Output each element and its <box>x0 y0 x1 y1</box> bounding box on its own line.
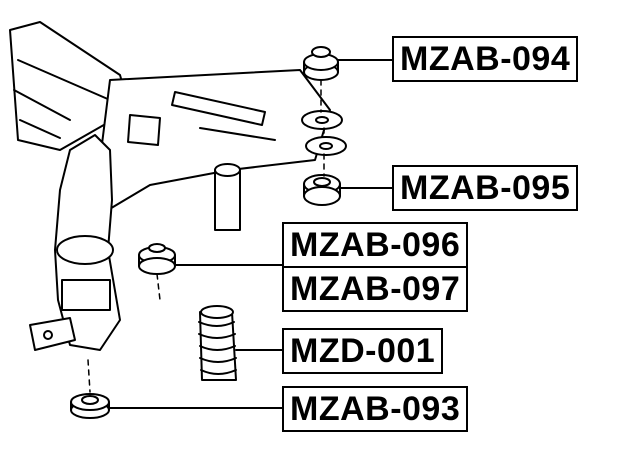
assembly-axes <box>87 79 325 393</box>
part-label-mzab-096: MZAB-096 <box>282 222 469 268</box>
bushing-094 <box>303 46 339 81</box>
part-label-mzd-001: MZD-001 <box>282 328 444 374</box>
leader-lines <box>108 59 393 409</box>
dust-boot <box>198 305 237 381</box>
bushing-095 <box>303 174 341 206</box>
knuckle-bracket <box>29 134 121 351</box>
control-arm <box>99 69 331 231</box>
part-label-mzab-093: MZAB-093 <box>282 386 469 432</box>
part-label-mzab-094: MZAB-094 <box>392 36 579 82</box>
bushing-096-097 <box>138 243 176 275</box>
part-label-mzab-095: MZAB-095 <box>392 165 579 211</box>
washer-upper <box>301 110 347 156</box>
part-label-mzab-097: MZAB-097 <box>282 266 469 312</box>
bushing-093 <box>70 393 110 419</box>
